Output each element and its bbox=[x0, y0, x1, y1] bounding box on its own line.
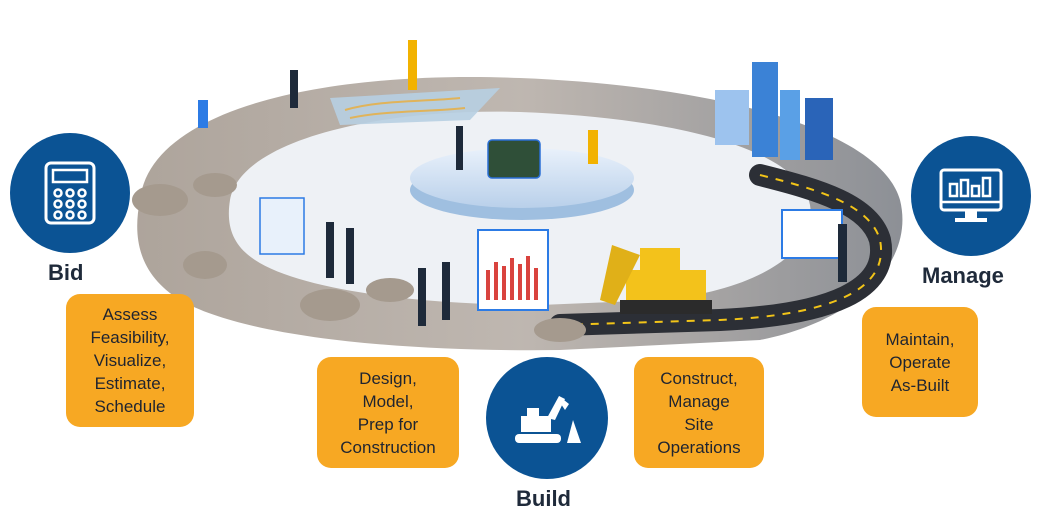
excavator bbox=[600, 245, 712, 314]
bid-note-line: Assess bbox=[102, 305, 158, 324]
manage-note: Maintain, Operate As-Built bbox=[862, 307, 978, 417]
build-note-line: Construct, bbox=[660, 368, 738, 388]
build-note-line: Manage bbox=[668, 391, 730, 411]
building-2 bbox=[780, 90, 800, 160]
build-note-line: Site bbox=[684, 414, 714, 434]
design-note-line: Construction bbox=[340, 437, 436, 457]
build-title: Build bbox=[516, 486, 571, 511]
road-lane-marks bbox=[559, 174, 883, 326]
calculator-icon bbox=[44, 161, 96, 225]
design-note-line: Prep for bbox=[357, 414, 419, 434]
manage-note-line: As-Built bbox=[890, 375, 950, 395]
design-note-line: Design, bbox=[359, 368, 417, 388]
building-4 bbox=[715, 90, 749, 145]
bid-note-line: Feasibility, bbox=[90, 328, 170, 347]
excavator-cone-icon bbox=[515, 396, 581, 443]
people bbox=[198, 40, 847, 326]
bid-note-line: Schedule bbox=[94, 397, 166, 416]
manage-note-line: Maintain, bbox=[885, 329, 955, 349]
terrain-contours bbox=[344, 97, 466, 119]
monitor-chart-icon bbox=[939, 168, 1003, 222]
build-phase-circle bbox=[486, 357, 608, 479]
bid-note-line: Estimate, bbox=[94, 374, 166, 393]
digital-twin-model bbox=[487, 139, 541, 179]
bid-note-line: Visualize, bbox=[93, 351, 167, 370]
manage-phase-circle bbox=[911, 136, 1031, 256]
bid-phase-circle bbox=[10, 133, 130, 253]
manage-title: Manage bbox=[922, 263, 1004, 288]
schedule-panel bbox=[259, 197, 305, 255]
bid-title: Bid bbox=[48, 260, 84, 285]
building-3 bbox=[805, 98, 833, 160]
bid-note: Assess Feasibility, Visualize, Estimate,… bbox=[66, 294, 194, 427]
building-1 bbox=[752, 62, 778, 157]
dashboard-bars bbox=[486, 256, 538, 300]
design-note: Design, Model, Prep for Construction bbox=[317, 357, 459, 468]
build-note-line: Operations bbox=[657, 437, 741, 457]
manage-note-line: Operate bbox=[889, 352, 951, 372]
design-note-line: Model, bbox=[362, 391, 414, 411]
rock-piles bbox=[132, 173, 586, 342]
build-note: Construct, Manage Site Operations bbox=[634, 357, 764, 468]
laptop-screen bbox=[781, 209, 843, 259]
